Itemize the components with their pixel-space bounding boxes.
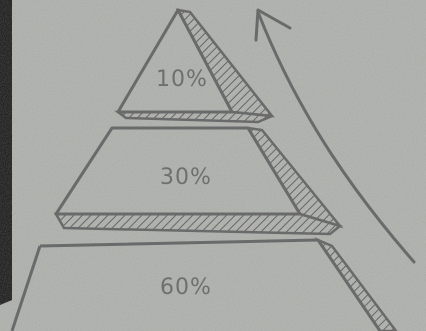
tier-label-top: 10% (156, 67, 208, 92)
tier-label-bottom: 60% (160, 275, 212, 300)
tier-label-middle: 30% (160, 165, 212, 190)
